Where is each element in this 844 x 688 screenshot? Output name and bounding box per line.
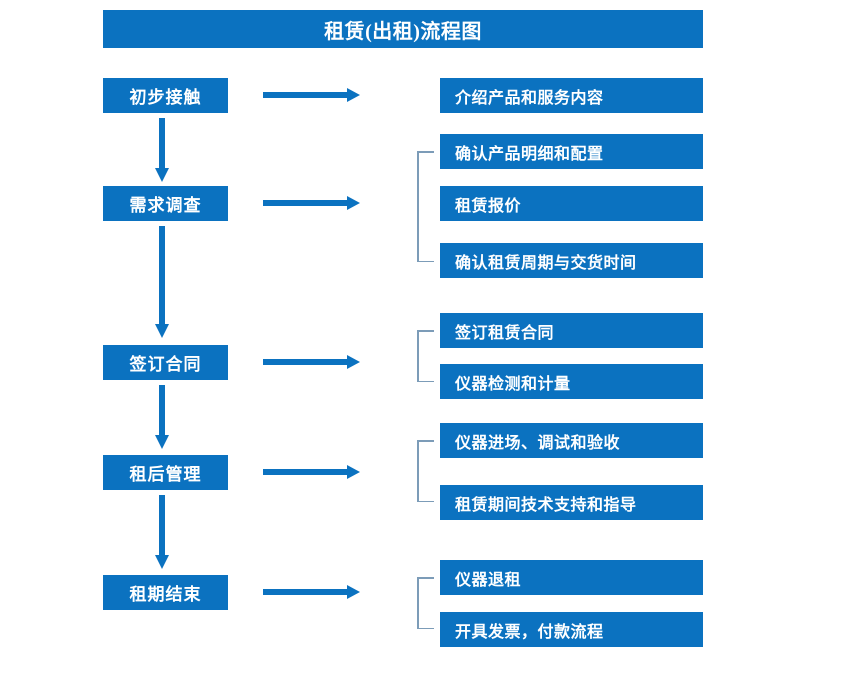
group-bracket-5 — [417, 577, 434, 629]
detail-box-g2-3[interactable]: 确认租赁周期与交货时间 — [440, 243, 703, 278]
bracket-bottom-stub — [417, 500, 434, 502]
stage-box-2[interactable]: 需求调查 — [103, 186, 228, 221]
bracket-top-stub — [417, 577, 434, 579]
bracket-bottom-stub — [417, 627, 434, 629]
arrow-down-icon-1 — [155, 118, 169, 182]
bracket-spine — [417, 151, 419, 262]
bracket-spine — [417, 440, 419, 502]
bracket-bottom-stub — [417, 380, 434, 382]
arrow-down-icon-3 — [155, 385, 169, 449]
group-bracket-4 — [417, 440, 434, 502]
bracket-spine — [417, 577, 419, 629]
detail-box-g4-1[interactable]: 仪器进场、调试和验收 — [440, 423, 703, 458]
arrow-right-icon-3 — [263, 355, 360, 369]
arrow-down-icon-4 — [155, 495, 169, 569]
detail-box-g2-1[interactable]: 确认产品明细和配置 — [440, 134, 703, 169]
stage-box-4[interactable]: 租后管理 — [103, 455, 228, 490]
stage-box-5[interactable]: 租期结束 — [103, 575, 228, 610]
group-bracket-2 — [417, 151, 434, 262]
stage-box-3[interactable]: 签订合同 — [103, 345, 228, 380]
detail-box-g3-1[interactable]: 签订租赁合同 — [440, 313, 703, 348]
bracket-top-stub — [417, 440, 434, 442]
bracket-top-stub — [417, 151, 434, 153]
bracket-bottom-stub — [417, 260, 434, 262]
group-bracket-3 — [417, 330, 434, 382]
bracket-top-stub — [417, 330, 434, 332]
stage-box-1[interactable]: 初步接触 — [103, 78, 228, 113]
bracket-spine — [417, 330, 419, 382]
detail-box-g4-2[interactable]: 租赁期间技术支持和指导 — [440, 485, 703, 520]
detail-box-g5-1[interactable]: 仪器退租 — [440, 560, 703, 595]
arrow-right-icon-5 — [263, 585, 360, 599]
arrow-right-icon-2 — [263, 196, 360, 210]
arrow-down-icon-2 — [155, 226, 169, 338]
arrow-right-icon-1 — [263, 88, 360, 102]
arrow-right-icon-4 — [263, 465, 360, 479]
detail-box-g3-2[interactable]: 仪器检测和计量 — [440, 364, 703, 399]
detail-box-g5-2[interactable]: 开具发票，付款流程 — [440, 612, 703, 647]
detail-box-g1-1[interactable]: 介绍产品和服务内容 — [440, 78, 703, 113]
detail-box-g2-2[interactable]: 租赁报价 — [440, 186, 703, 221]
diagram-title: 租赁(出租)流程图 — [103, 10, 703, 48]
